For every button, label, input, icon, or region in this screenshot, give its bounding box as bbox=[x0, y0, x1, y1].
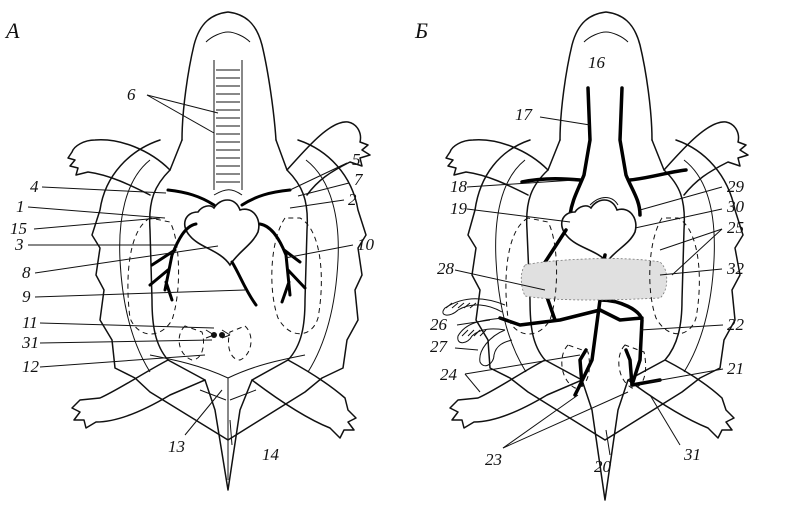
label-26: 26 bbox=[430, 315, 448, 334]
panel-a-right-lung bbox=[272, 218, 322, 334]
label-4: 4 bbox=[30, 177, 39, 196]
panel-a-labels: 6 5 7 4 2 1 15 3 10 8 9 11 31 12 13 14 bbox=[10, 85, 375, 464]
label-32: 32 bbox=[726, 259, 745, 278]
label-31-b: 31 bbox=[683, 445, 701, 464]
label-3: 3 bbox=[14, 235, 24, 254]
panel-b-drawing bbox=[443, 12, 748, 500]
label-2: 2 bbox=[348, 190, 357, 209]
label-9: 9 bbox=[22, 287, 31, 306]
panel-a-gonads bbox=[206, 330, 230, 338]
left-jugular-vein bbox=[570, 88, 590, 215]
label-20: 20 bbox=[594, 457, 612, 476]
label-23: 23 bbox=[485, 450, 502, 469]
panel-b-letter: Б bbox=[414, 18, 428, 43]
label-6: 6 bbox=[127, 85, 136, 104]
label-29: 29 bbox=[727, 177, 745, 196]
right-pulmonary-artery bbox=[260, 224, 305, 302]
panel-a-drawing bbox=[68, 12, 370, 490]
right-jugular-vein bbox=[620, 88, 640, 215]
label-28: 28 bbox=[437, 259, 455, 278]
trachea-rings bbox=[216, 70, 240, 182]
label-5: 5 bbox=[352, 150, 361, 169]
label-31-a: 31 bbox=[21, 333, 39, 352]
liver bbox=[521, 259, 667, 300]
panel-b-head bbox=[560, 12, 652, 140]
label-13: 13 bbox=[168, 437, 185, 456]
panel-a-letter: А bbox=[4, 18, 20, 43]
label-21: 21 bbox=[727, 359, 744, 378]
label-1: 1 bbox=[16, 197, 25, 216]
panel-a-shell bbox=[92, 140, 366, 440]
label-30: 30 bbox=[726, 197, 745, 216]
panel-b-left-hindlimb bbox=[450, 360, 582, 428]
label-25: 25 bbox=[727, 218, 744, 237]
label-14: 14 bbox=[262, 445, 280, 464]
label-11: 11 bbox=[22, 313, 38, 332]
label-19: 19 bbox=[450, 199, 468, 218]
label-22: 22 bbox=[727, 315, 745, 334]
panel-a-kidney-right bbox=[228, 326, 251, 360]
label-8: 8 bbox=[22, 263, 31, 282]
panel-a-head bbox=[182, 12, 276, 140]
label-17: 17 bbox=[515, 105, 534, 124]
label-24: 24 bbox=[440, 365, 458, 384]
label-27: 27 bbox=[430, 337, 449, 356]
label-10: 10 bbox=[357, 235, 375, 254]
label-12: 12 bbox=[22, 357, 40, 376]
label-16: 16 bbox=[588, 53, 606, 72]
panel-a-heart bbox=[185, 200, 259, 265]
panel-a-left-hindlimb bbox=[72, 360, 205, 428]
label-18: 18 bbox=[450, 177, 468, 196]
label-7: 7 bbox=[354, 170, 364, 189]
